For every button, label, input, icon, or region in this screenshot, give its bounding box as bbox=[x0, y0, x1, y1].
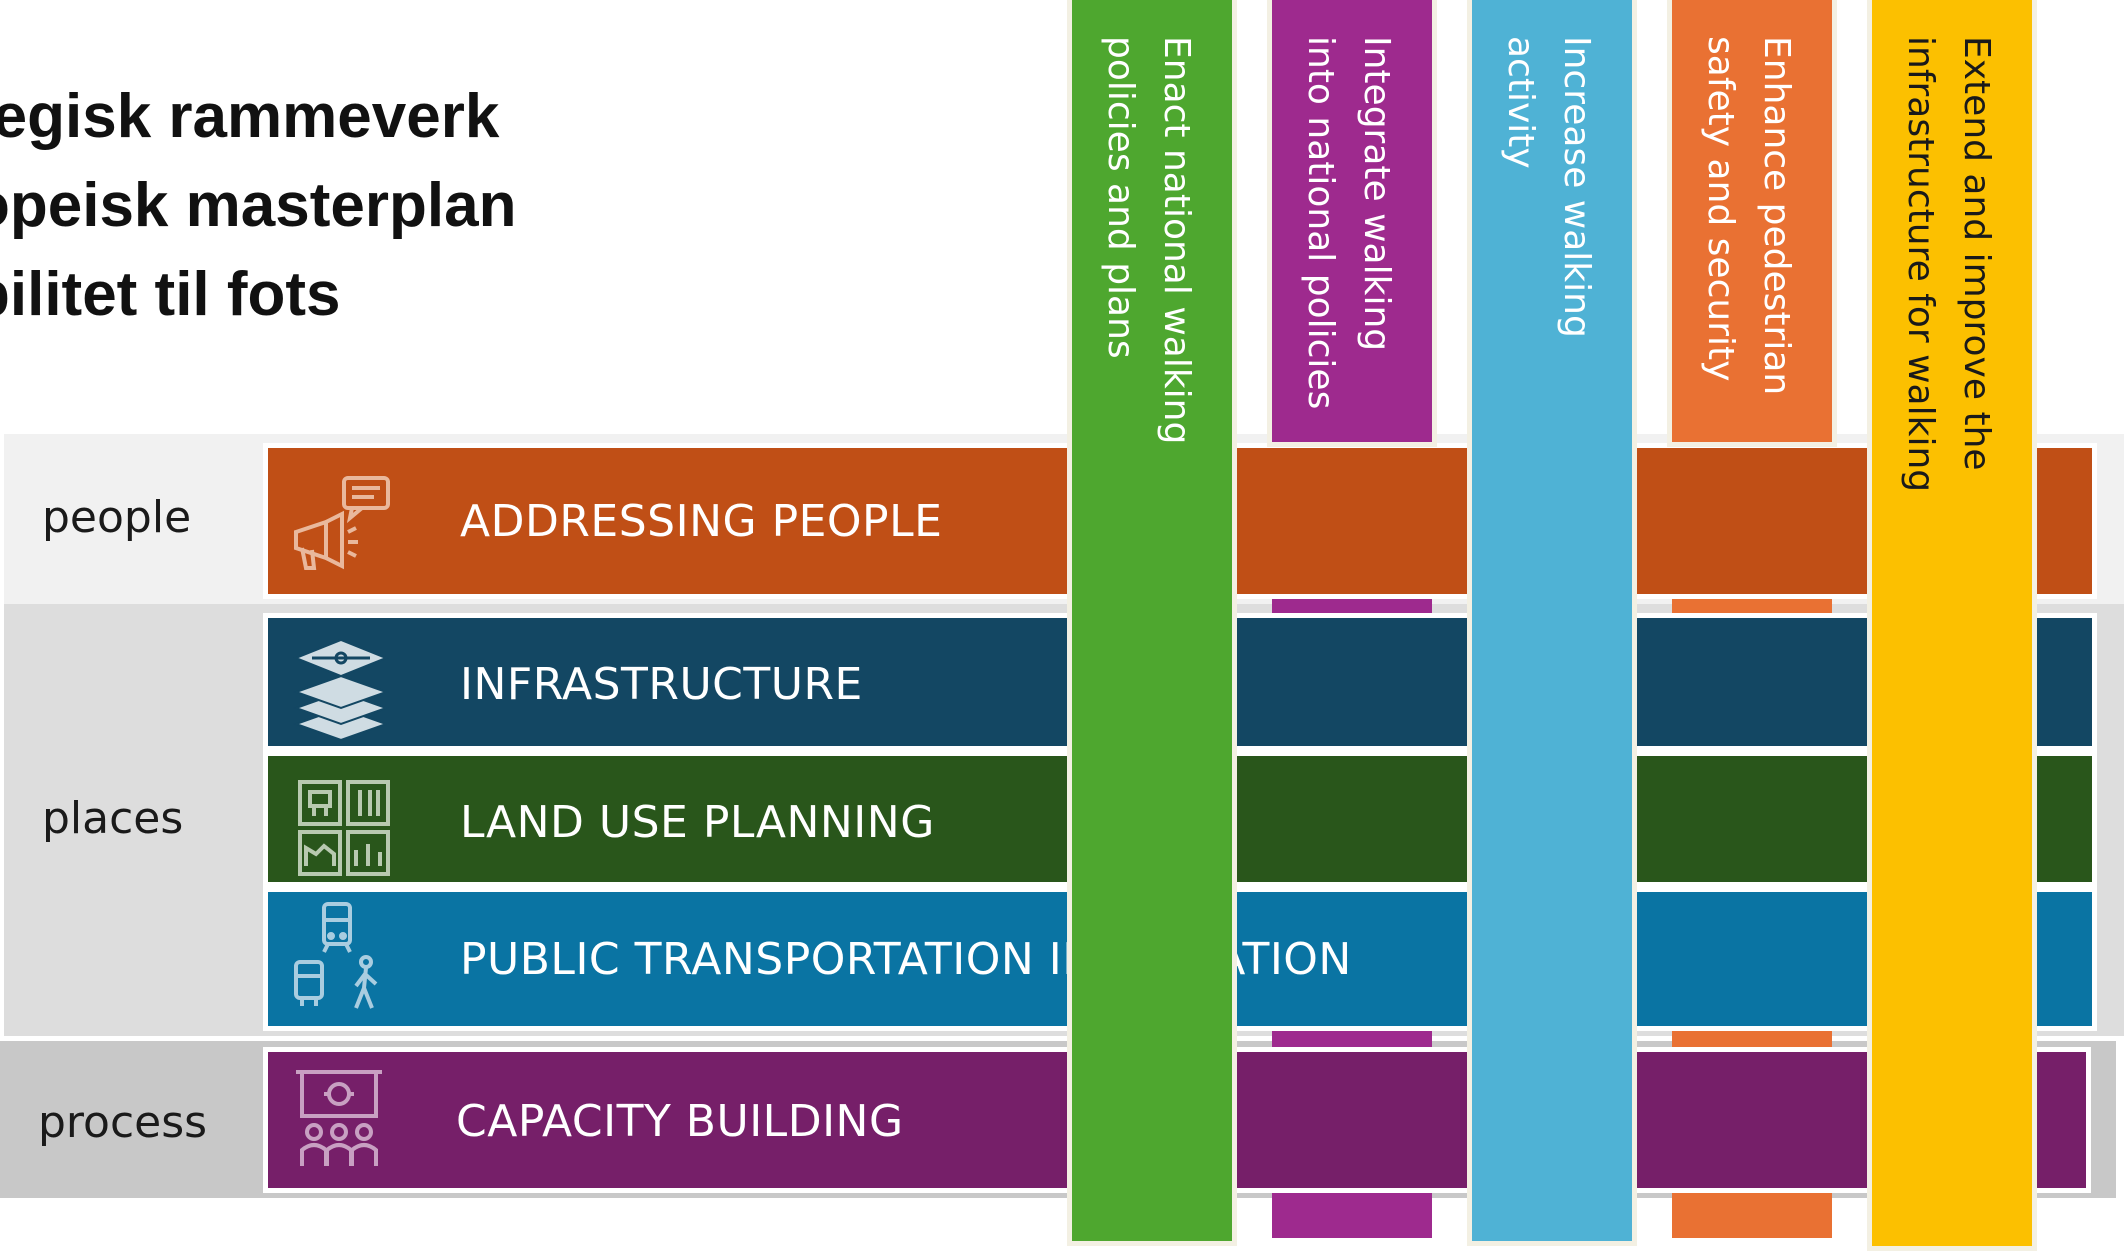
bar-label-capacity-building: CAPACITY BUILDING bbox=[456, 1096, 904, 1147]
band-label-people: people bbox=[42, 492, 192, 543]
column-enact bbox=[1072, 0, 1232, 1244]
column-extend bbox=[1872, 0, 2032, 1246]
bar-label-infrastructure: INFRASTRUCTURE bbox=[460, 659, 863, 710]
land-use-grid-icon bbox=[298, 780, 390, 876]
title-line-3: bilitet til fots bbox=[0, 260, 341, 329]
column-increase-frame bbox=[1467, 0, 1637, 1246]
bar-label-addressing-people: ADDRESSING PEOPLE bbox=[460, 496, 943, 547]
column-text-increase: Increase walking activity bbox=[1492, 36, 1604, 338]
band-label-process: process bbox=[38, 1097, 208, 1148]
bar-label-land-use-planning: LAND USE PLANNING bbox=[460, 797, 935, 848]
column-enhance-frame bbox=[1667, 0, 1837, 447]
column-text-increase-line-2: activity bbox=[1500, 36, 1541, 169]
presentation-audience-icon bbox=[296, 1070, 382, 1166]
column-text-enhance-line-1: Enhance pedestrian bbox=[1756, 36, 1797, 396]
column-enhance bbox=[1672, 0, 1832, 442]
column-enact-frame bbox=[1067, 0, 1237, 1246]
title-line-1: tegisk rammeverk bbox=[0, 82, 500, 151]
column-text-increase-line-1: Increase walking bbox=[1556, 36, 1597, 338]
column-text-enhance-line-2: safety and security bbox=[1700, 36, 1741, 382]
column-text-extend-line-2: infrastructure for walking bbox=[1900, 36, 1941, 493]
column-text-extend-line-1: Extend and improve the bbox=[1956, 36, 1997, 471]
column-text-enact-line-1: Enact national walking bbox=[1156, 36, 1197, 445]
page-title: tegisk rammeverk opeisk masterplan bilit… bbox=[0, 72, 516, 339]
title-line-2: opeisk masterplan bbox=[0, 171, 517, 240]
band-label-places: places bbox=[42, 793, 184, 844]
bus-tram-pedestrian-icon bbox=[294, 902, 378, 1009]
layers-icon bbox=[293, 638, 389, 742]
column-increase bbox=[1472, 0, 1632, 1244]
column-text-integrate: Integrate walking into national policies bbox=[1292, 36, 1404, 409]
column-text-extend: Extend and improve the infrastructure fo… bbox=[1892, 36, 2004, 492]
column-text-integrate-line-1: Integrate walking bbox=[1356, 36, 1397, 352]
column-text-integrate-line-2: into national policies bbox=[1300, 36, 1341, 410]
column-text-enact: Enact national walking policies and plan… bbox=[1092, 36, 1204, 444]
megaphone-speech-bubble-icon bbox=[294, 476, 390, 570]
column-text-enact-line-2: policies and plans bbox=[1100, 36, 1141, 359]
column-integrate-frame bbox=[1267, 0, 1437, 447]
column-integrate bbox=[1272, 0, 1432, 442]
column-text-enhance: Enhance pedestrian safety and security bbox=[1692, 36, 1804, 395]
